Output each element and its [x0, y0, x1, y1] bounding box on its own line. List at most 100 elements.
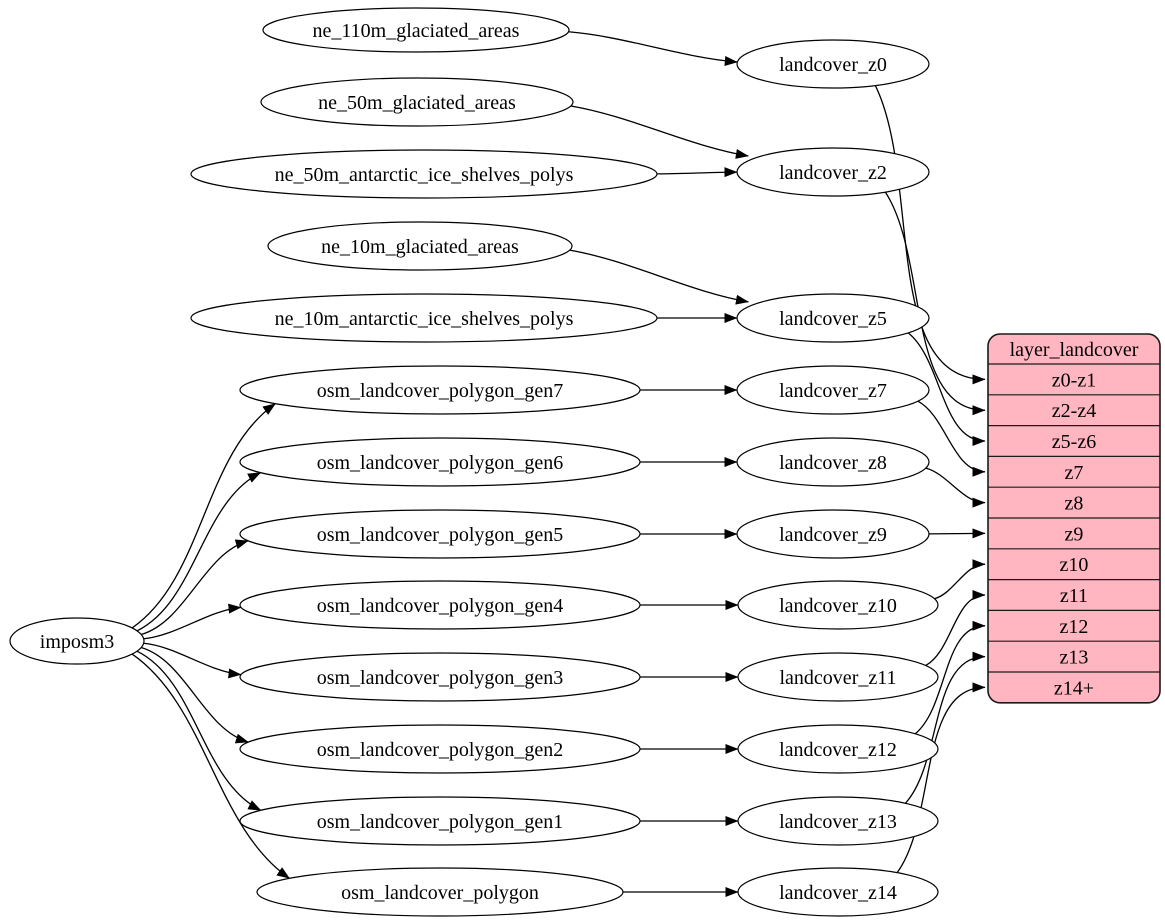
table-row-z14+: z14+ [1054, 677, 1094, 699]
node-ellipse-osm_landcover_polygon_gen2 [239, 724, 641, 774]
node-ellipse-landcover_z2 [736, 147, 930, 197]
node-label-ne_50m_antarctic_ice_shelves_polys: ne_50m_antarctic_ice_shelves_polys [275, 164, 574, 186]
node-landcover_z8: landcover_z8 [736, 437, 930, 487]
node-ellipse-landcover_z8 [736, 437, 930, 487]
table-layer-landcover: layer_landcoverz0-z1z2-z4z5-z6z7z8z9z10z… [987, 333, 1161, 704]
node-ellipse-landcover_z5 [736, 293, 930, 343]
node-imposm3: imposm3 [9, 617, 145, 665]
edge-imposm3-to-osm_landcover_polygon_gen6 [136, 472, 262, 632]
table-row-z0-z1: z0-z1 [1052, 369, 1096, 391]
node-osm_landcover_polygon_gen2: osm_landcover_polygon_gen2 [239, 724, 641, 774]
node-landcover_z14: landcover_z14 [737, 867, 939, 917]
node-label-osm_landcover_polygon: osm_landcover_polygon [341, 882, 539, 904]
node-ellipse-ne_10m_antarctic_ice_shelves_polys [190, 293, 658, 343]
node-ellipse-landcover_z0 [736, 39, 930, 89]
node-landcover_z11: landcover_z11 [737, 652, 939, 702]
node-label-landcover_z10: landcover_z10 [779, 595, 897, 617]
node-label-landcover_z9: landcover_z9 [779, 524, 887, 546]
node-landcover_z5: landcover_z5 [736, 293, 930, 343]
node-ellipse-landcover_z10 [737, 580, 939, 630]
node-landcover_z9: landcover_z9 [736, 509, 930, 559]
edge-imposm3-to-osm_landcover_polygon_gen2 [141, 646, 249, 744]
node-label-osm_landcover_polygon_gen5: osm_landcover_polygon_gen5 [317, 524, 564, 546]
node-ellipse-osm_landcover_polygon_gen7 [239, 365, 641, 415]
node-ellipse-osm_landcover_polygon_gen3 [239, 652, 641, 702]
node-ellipse-osm_landcover_polygon_gen5 [239, 509, 641, 559]
table-row-z11: z11 [1060, 585, 1088, 607]
node-label-ne_10m_glaciated_areas: ne_10m_glaciated_areas [321, 236, 519, 258]
edge-landcover_z9-to-layer_landcover-z9 [928, 528, 986, 539]
node-landcover_z12: landcover_z12 [737, 724, 939, 774]
node-ne_50m_glaciated_areas: ne_50m_glaciated_areas [260, 77, 574, 127]
node-label-landcover_z14: landcover_z14 [779, 882, 897, 904]
edge-imposm3-to-osm_landcover_polygon_gen4 [143, 603, 242, 640]
node-ellipse-ne_10m_glaciated_areas [267, 221, 573, 271]
table-row-z2-z4: z2-z4 [1052, 400, 1096, 422]
node-label-osm_landcover_polygon_gen2: osm_landcover_polygon_gen2 [317, 739, 564, 761]
node-ellipse-imposm3 [9, 617, 145, 665]
table-row-z13: z13 [1060, 647, 1089, 669]
node-label-landcover_z8: landcover_z8 [779, 452, 887, 474]
node-ellipse-ne_50m_antarctic_ice_shelves_polys [190, 149, 658, 199]
edge-ne_50m_glaciated_areas-to-landcover_z2 [570, 105, 749, 159]
node-ellipse-osm_landcover_polygon_gen4 [239, 580, 641, 630]
node-landcover_z13: landcover_z13 [737, 796, 939, 846]
table-row-z9: z9 [1065, 523, 1084, 545]
node-label-landcover_z0: landcover_z0 [779, 54, 887, 76]
node-label-osm_landcover_polygon_gen3: osm_landcover_polygon_gen3 [317, 667, 564, 689]
node-label-ne_50m_glaciated_areas: ne_50m_glaciated_areas [318, 92, 516, 114]
node-ellipse-osm_landcover_polygon_gen1 [239, 796, 641, 846]
edge-imposm3-to-osm_landcover_polygon_gen1 [136, 650, 262, 811]
node-landcover_z0: landcover_z0 [736, 39, 930, 89]
node-label-osm_landcover_polygon_gen7: osm_landcover_polygon_gen7 [317, 380, 564, 402]
table-title: layer_landcover [1010, 339, 1139, 361]
node-label-landcover_z7: landcover_z7 [779, 380, 887, 402]
node-ellipse-osm_landcover_polygon_gen6 [239, 437, 641, 487]
node-label-landcover_z12: landcover_z12 [779, 739, 897, 761]
table-row-z10: z10 [1060, 554, 1089, 576]
table-row-z12: z12 [1060, 616, 1089, 638]
node-ne_110m_glaciated_areas: ne_110m_glaciated_areas [262, 7, 570, 53]
node-label-landcover_z11: landcover_z11 [780, 667, 897, 689]
node-ellipse-ne_50m_glaciated_areas [260, 77, 574, 127]
node-osm_landcover_polygon_gen6: osm_landcover_polygon_gen6 [239, 437, 641, 487]
node-label-ne_110m_glaciated_areas: ne_110m_glaciated_areas [313, 20, 520, 42]
node-ellipse-landcover_z7 [736, 365, 930, 415]
edge-ne_10m_glaciated_areas-to-landcover_z5 [569, 249, 749, 305]
node-label-imposm3: imposm3 [40, 631, 114, 653]
node-ne_10m_glaciated_areas: ne_10m_glaciated_areas [267, 221, 573, 271]
edges-layer [131, 31, 986, 897]
node-osm_landcover_polygon_gen5: osm_landcover_polygon_gen5 [239, 509, 641, 559]
edge-landcover_z13-to-layer_landcover-z13 [904, 651, 986, 804]
node-landcover_z10: landcover_z10 [737, 580, 939, 630]
node-label-ne_10m_antarctic_ice_shelves_polys: ne_10m_antarctic_ice_shelves_polys [275, 308, 574, 330]
node-label-osm_landcover_polygon_gen6: osm_landcover_polygon_gen6 [317, 452, 564, 474]
node-label-osm_landcover_polygon_gen1: osm_landcover_polygon_gen1 [317, 811, 564, 833]
node-ellipse-osm_landcover_polygon [256, 867, 624, 917]
node-osm_landcover_polygon_gen7: osm_landcover_polygon_gen7 [239, 365, 641, 415]
node-ellipse-landcover_z9 [736, 509, 930, 559]
node-landcover_z2: landcover_z2 [736, 147, 930, 197]
edge-imposm3-to-osm_landcover_polygon_gen5 [141, 539, 249, 636]
edge-imposm3-to-osm_landcover_polygon_gen7 [131, 403, 276, 629]
edge-landcover_z8-to-layer_landcover-z8 [925, 467, 986, 508]
node-ellipse-ne_110m_glaciated_areas [262, 7, 570, 53]
node-label-osm_landcover_polygon_gen4: osm_landcover_polygon_gen4 [317, 595, 564, 617]
table-row-z5-z6: z5-z6 [1052, 431, 1096, 453]
edge-landcover_z5-to-layer_landcover-z5-z6 [907, 332, 986, 446]
nodes-layer: imposm3 ne_110m_glaciated_areas ne_50m_gla… [9, 7, 939, 917]
node-label-landcover_z2: landcover_z2 [779, 162, 887, 184]
table-row-z7: z7 [1065, 462, 1084, 484]
edge-landcover_z10-to-layer_landcover-z10 [934, 559, 986, 600]
edge-imposm3-to-osm_landcover_polygon [131, 653, 290, 879]
node-osm_landcover_polygon_gen3: osm_landcover_polygon_gen3 [239, 652, 641, 702]
node-ellipse-landcover_z13 [737, 796, 939, 846]
node-ellipse-landcover_z11 [737, 652, 939, 702]
node-ne_10m_antarctic_ice_shelves_polys: ne_10m_antarctic_ice_shelves_polys [190, 293, 658, 343]
node-landcover_z7: landcover_z7 [736, 365, 930, 415]
node-ne_50m_antarctic_ice_shelves_polys: ne_50m_antarctic_ice_shelves_polys [190, 149, 658, 199]
edge-landcover_z14-to-layer_landcover-z14+ [896, 682, 986, 874]
edge-landcover_z7-to-layer_landcover-z7 [917, 400, 986, 477]
